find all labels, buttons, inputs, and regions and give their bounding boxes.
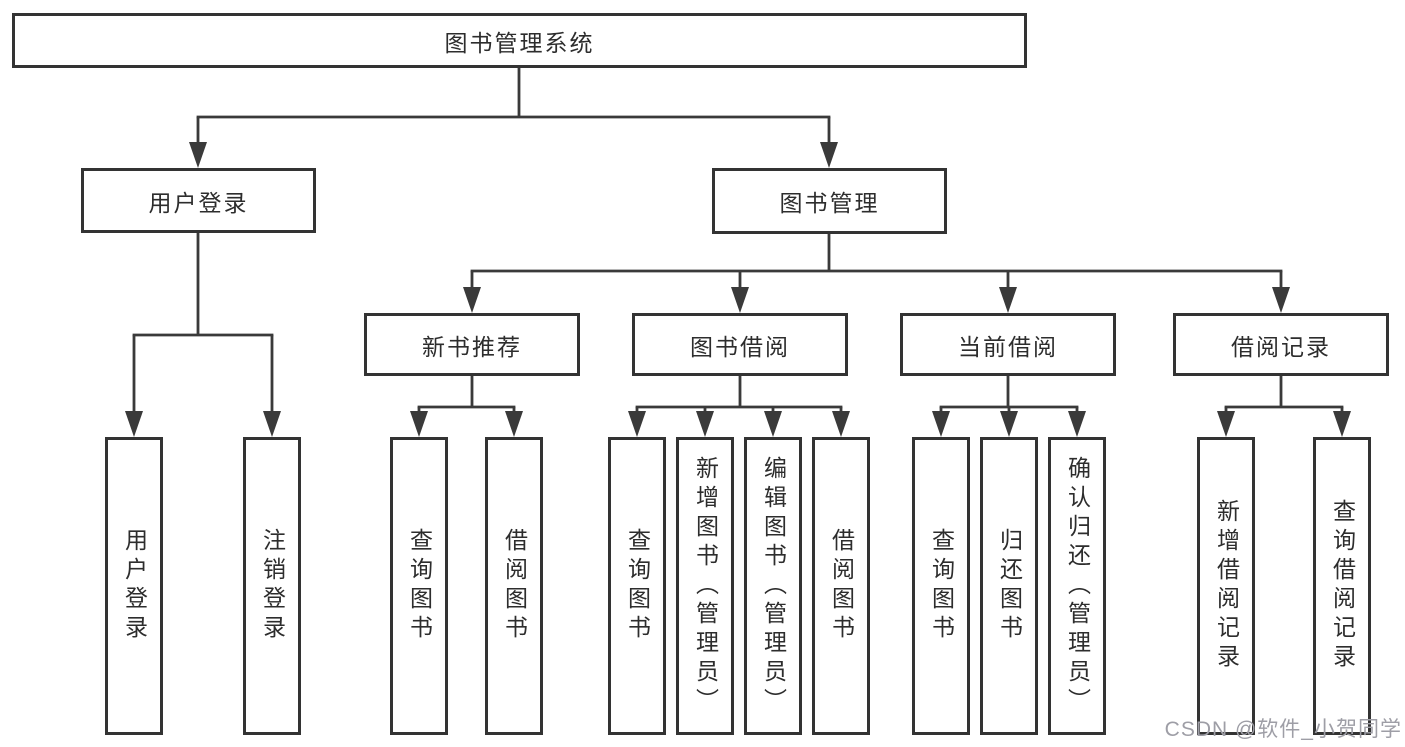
- node-user-login-label: 用户登录: [148, 189, 249, 216]
- csdn-watermark: CSDN @软件_小贺同学: [1164, 718, 1402, 741]
- leaf-label: 查询图书: [928, 528, 955, 644]
- leaf-borrow-books: 借阅图书: [812, 437, 870, 735]
- node-new-book-recommend-label: 新书推荐: [422, 333, 522, 360]
- leaf-label: 查询借阅记录: [1329, 499, 1356, 673]
- leaf-add-borrow-record: 新增借阅记录: [1197, 437, 1255, 735]
- leaf-label: 借阅图书: [828, 528, 855, 644]
- node-book-borrow: 图书借阅: [632, 313, 848, 376]
- node-book-management: 图书管理: [712, 168, 947, 234]
- leaf-edit-books-admin: 编辑图书（管理员）: [744, 437, 802, 735]
- leaf-logout: 注销登录: [243, 437, 301, 735]
- leaf-borrow-books-recommend: 借阅图书: [485, 437, 543, 735]
- leaf-label: 用户登录: [121, 528, 148, 644]
- node-borrow-records-label: 借阅记录: [1231, 333, 1331, 360]
- leaf-query-books-borrow: 查询图书: [608, 437, 666, 735]
- leaf-add-books-admin: 新增图书（管理员）: [676, 437, 734, 735]
- node-current-borrow-label: 当前借阅: [958, 333, 1058, 360]
- leaf-query-books-current: 查询图书: [912, 437, 970, 735]
- leaf-label: 注销登录: [259, 528, 286, 644]
- node-borrow-records: 借阅记录: [1173, 313, 1389, 376]
- leaf-query-books-recommend: 查询图书: [390, 437, 448, 735]
- leaf-label: 编辑图书（管理员）: [760, 455, 787, 717]
- node-user-login: 用户登录: [81, 168, 316, 233]
- node-root-label: 图书管理系统: [444, 29, 595, 56]
- node-book-borrow-label: 图书借阅: [690, 333, 790, 360]
- leaf-label: 查询图书: [624, 528, 651, 644]
- leaf-label: 查询图书: [406, 528, 433, 644]
- leaf-return-books: 归还图书: [980, 437, 1038, 735]
- leaf-query-borrow-record: 查询借阅记录: [1313, 437, 1371, 735]
- node-current-borrow: 当前借阅: [900, 313, 1116, 376]
- leaf-label: 新增借阅记录: [1213, 499, 1240, 673]
- node-root: 图书管理系统: [12, 13, 1027, 68]
- leaf-confirm-return-admin: 确认归还（管理员）: [1048, 437, 1106, 735]
- leaf-user-login: 用户登录: [105, 437, 163, 735]
- leaf-label: 新增图书（管理员）: [692, 455, 719, 717]
- leaf-label: 借阅图书: [501, 528, 528, 644]
- leaf-label: 归还图书: [996, 528, 1023, 644]
- node-new-book-recommend: 新书推荐: [364, 313, 580, 376]
- leaf-label: 确认归还（管理员）: [1064, 455, 1091, 717]
- node-book-management-label: 图书管理: [779, 190, 880, 216]
